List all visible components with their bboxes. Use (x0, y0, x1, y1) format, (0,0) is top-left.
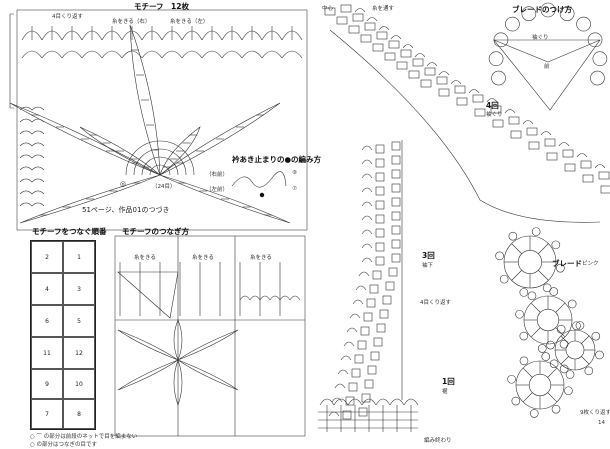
order-note-2: ○ の部分はつなぎの目です (30, 442, 98, 448)
neck-curve (231, 171, 287, 188)
order-cell: 8 (63, 399, 95, 429)
neck-row-9: ⑨ (292, 170, 297, 176)
join-top-label-2: 糸をきる (192, 255, 214, 261)
order-cell: 11 (31, 337, 63, 369)
strip-repeat-label: 4目くり返す (420, 300, 451, 306)
strip-end-label: 編み終わり (424, 438, 452, 444)
order-grid: 2 1 4 3 6 5 11 12 9 10 7 8 (30, 240, 96, 430)
motif-center-code: （24目） (152, 184, 176, 190)
neck-left-label: （右前） (206, 172, 229, 178)
strip-top-center: 中心 (322, 6, 334, 12)
order-cell: 4 (31, 273, 63, 305)
braid-title: ブレードのつけ方 (512, 5, 572, 14)
strip1-sub: 裾 (442, 389, 448, 395)
motif-bracket (9, 13, 14, 109)
neck-mid-label: （左前） (206, 187, 229, 193)
braid-fan (488, 2, 608, 111)
order-cell: 10 (63, 369, 95, 399)
join-area (114, 235, 306, 437)
neck-title: 衿あき止まりの●の編み方 (232, 155, 322, 164)
order-cell: 3 (63, 273, 95, 305)
order-cell: 12 (63, 337, 95, 369)
join-star (117, 262, 301, 406)
motif-square (16, 9, 308, 231)
continuation-note: 51ページ、作品01のつづき (82, 206, 170, 214)
order-title: モチーフをつなぐ順番 (32, 227, 107, 236)
order-note-1: ○ ⌒ の部分は前段のネットで目を編まない (30, 434, 138, 440)
join-top-label-1: 糸をきる (134, 255, 156, 261)
braid-flowers (495, 227, 604, 418)
order-cell: 9 (31, 369, 63, 399)
order-cell: 2 (31, 241, 63, 273)
strip-1-chart (318, 398, 419, 432)
strip-3-chart (328, 140, 403, 420)
order-cell: 1 (63, 241, 95, 273)
braid-repeat-note: 9枚くり返す (580, 410, 610, 416)
strip-4-chart (324, 4, 610, 223)
order-cell: 7 (31, 399, 63, 429)
join-title: モチーフのつなぎ方 (122, 227, 190, 236)
strip1-title: 1回 (442, 377, 455, 386)
braid-chart-title: ブレード (552, 259, 582, 268)
strip4-title: 4回 (486, 101, 499, 110)
order-cell: 5 (63, 305, 95, 337)
page-number: 14 (598, 420, 605, 426)
neck-row-7: ⑦ (292, 186, 297, 192)
strip-top-thread: 糸を通す (372, 6, 395, 12)
braid-inner-a: 袖ぐり (532, 35, 549, 41)
order-cell: 6 (31, 305, 63, 337)
motif-arrow-label-b: 糸をきる（左） (170, 19, 209, 25)
motif-top-scallops (21, 26, 303, 59)
motif-star (9, 24, 291, 224)
braid-color: ピンク (582, 261, 599, 267)
strip3-sub: 袖下 (422, 263, 434, 269)
braid-inner-b: 前 (544, 64, 550, 70)
strip4-sub: 袖ぐり (486, 112, 503, 118)
strip3-title: 3回 (422, 251, 435, 260)
motif-top-label: 4目くり返す (52, 14, 83, 20)
motif-title: モチーフ 12枚 (134, 2, 189, 11)
motif-arrow-label-a: 糸をきる（右） (112, 19, 151, 25)
motif-ring-symbol: ◎ (120, 180, 127, 188)
join-top-label-3: 糸をきる (250, 255, 272, 261)
